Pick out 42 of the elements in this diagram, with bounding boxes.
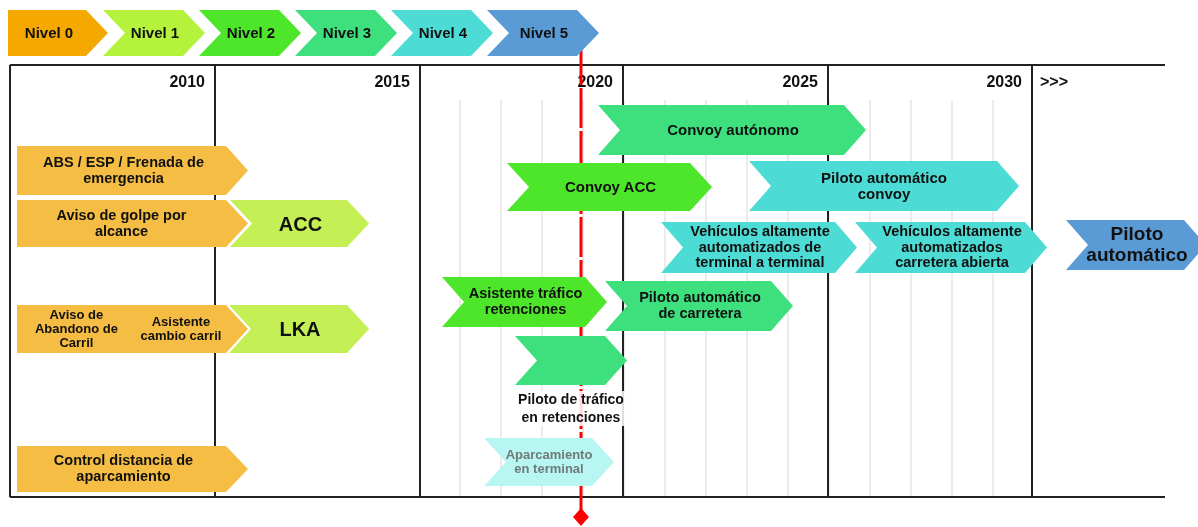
chevron-label: Vehículos altamente automatizados carretera abierta: [881, 223, 1023, 272]
chevron-label: Aviso de Abandono de Carril: [33, 307, 119, 351]
chevron-label: Nivel 1: [130, 24, 180, 42]
roadmap-bar: [598, 105, 866, 155]
roadmap-bar: [17, 305, 248, 353]
chevron-label: Convoy ACC: [564, 178, 657, 196]
chevron-label: Piloto automático de carretera: [638, 290, 762, 322]
year-label: 2025: [781, 73, 818, 91]
chevron-label: Nivel 3: [322, 24, 372, 42]
roadmap-bar: [17, 446, 248, 492]
year-label: 2015: [373, 73, 410, 91]
level-band: [295, 10, 397, 56]
chevron-label: LKA: [279, 318, 321, 340]
level-band: [487, 10, 599, 56]
roadmap-bar: [661, 222, 857, 273]
level-band: [8, 10, 108, 56]
roadmap-bar: [17, 146, 248, 195]
chevron-label: Vehículos altamente automatizados de terminal a terminal: [689, 223, 831, 272]
roadmap-bar: [17, 200, 248, 247]
chevron-label: Control distancia de aparcamiento: [52, 453, 195, 485]
chevron-label: Asistente cambio carril: [139, 314, 223, 344]
year-label: 2030: [985, 73, 1022, 91]
chevron-label: Aviso de golpe por alcance: [55, 207, 188, 240]
chevron-label: Piloto automático: [1086, 224, 1188, 266]
chevron-label: Nivel 2: [226, 24, 276, 42]
chevron-label: Aparcamiento en terminal: [505, 447, 593, 477]
chevron-label: Nivel 5: [519, 24, 569, 42]
roadmap-bar: [515, 336, 627, 385]
chevron-label: Convoy autónomo: [667, 121, 799, 139]
chevron-label: Piloto automático convoy: [820, 169, 948, 203]
level-band: [103, 10, 205, 56]
chevron-label: Asistente tráfico retenciones: [468, 286, 583, 318]
roadmap-bar: [1066, 220, 1198, 270]
chevron-label: Nivel 4: [418, 24, 468, 42]
year-label: >>>: [1040, 73, 1070, 91]
level-band: [199, 10, 301, 56]
roadmap-bar: [749, 161, 1019, 211]
chevron-label: Nivel 0: [24, 24, 74, 42]
chevron-label: ABS / ESP / Frenada de emergencia: [42, 154, 205, 187]
chevron-label: ACC: [278, 212, 323, 235]
year-label: 2010: [168, 73, 205, 91]
level-band: [391, 10, 493, 56]
